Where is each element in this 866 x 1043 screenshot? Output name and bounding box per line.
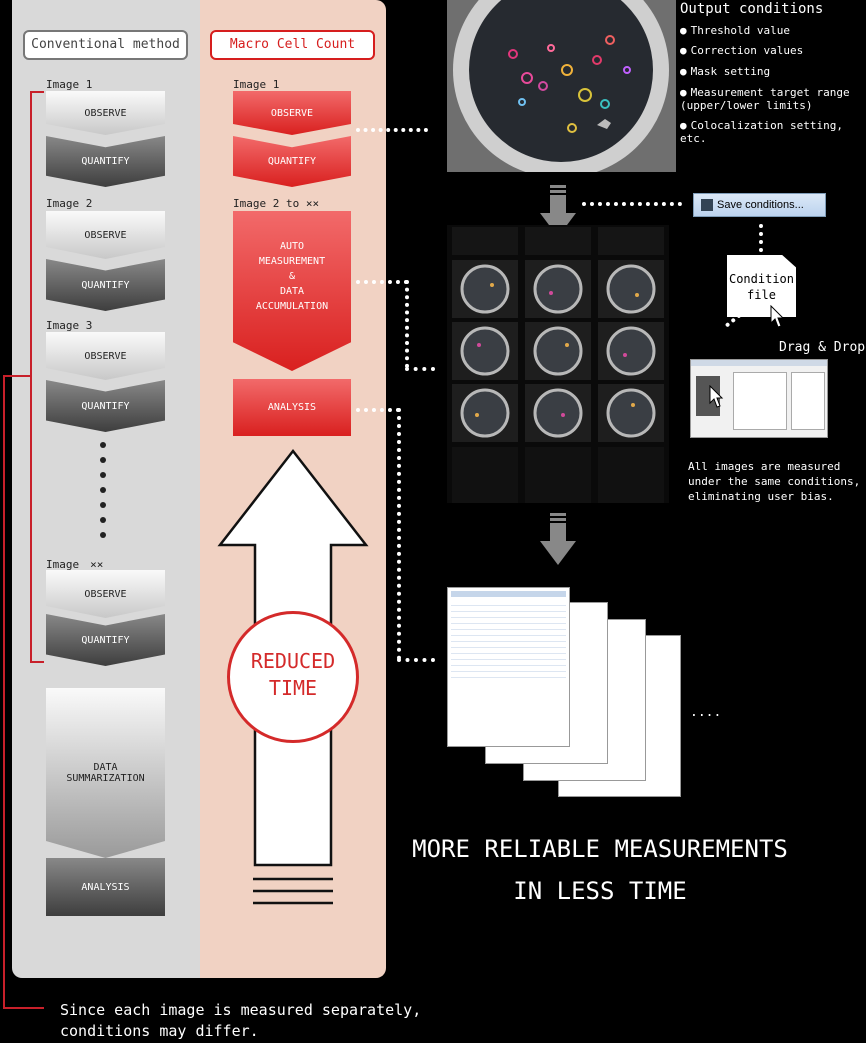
quantify-step: QUANTIFY (46, 136, 165, 187)
ellipsis-text: .... (690, 705, 722, 720)
bracket-line (3, 91, 44, 1009)
cursor-icon (709, 385, 724, 408)
connector-dots (582, 202, 682, 206)
output-item: Correction values (680, 44, 804, 57)
image-label: Image 2 (46, 197, 93, 210)
connector-dots (405, 280, 409, 368)
well-grid (447, 225, 669, 503)
continuation-dots (100, 442, 106, 538)
output-item: Mask setting (680, 65, 770, 78)
condition-file-label: Condition file (728, 272, 795, 302)
connector-dots (356, 408, 400, 412)
observe-step-macro: OBSERVE (233, 91, 351, 135)
reduced-time-text: REDUCED TIME (250, 649, 336, 700)
uniform-conditions-note: All images are measured under the same c… (688, 460, 861, 503)
output-item: Threshold value (680, 24, 790, 37)
conventional-header: Conventional method (23, 30, 188, 60)
save-conditions-button[interactable]: Save conditions... (693, 193, 826, 217)
connector-dots (397, 658, 435, 662)
output-item: Colocalization setting, etc. (680, 119, 866, 145)
output-title: Output conditions (680, 1, 824, 17)
down-arrow (540, 513, 576, 565)
auto-measurement-step: AUTO MEASUREMENT & DATA ACCUMULATION (233, 211, 351, 371)
connector-dots (759, 224, 763, 252)
image-label: Image 2 to ×× (233, 197, 320, 210)
connector-dots (397, 408, 401, 660)
save-conditions-label: Save conditions... (717, 199, 804, 211)
drag-drop-label: Drag & Drop (779, 340, 866, 355)
connector-dots (356, 128, 428, 132)
observe-step: OBSERVE (46, 91, 165, 135)
save-icon (701, 199, 713, 211)
macro-header: Macro Cell Count (210, 30, 375, 60)
image-label: Image 3 (46, 319, 93, 332)
analysis-step-conventional: ANALYSIS (46, 858, 165, 916)
data-summarization-step: DATA SUMMARIZATION (46, 688, 165, 858)
footer-note: Since each image is measured separately,… (60, 1001, 422, 1040)
software-screenshot (690, 359, 828, 438)
connector-dots (356, 280, 408, 284)
well-image (447, 0, 676, 172)
reduced-time-badge (227, 611, 359, 743)
report-stack (447, 587, 681, 797)
image-label: Image ×× (46, 558, 104, 571)
condition-file-icon (727, 255, 796, 317)
image-label: Image 1 (233, 78, 280, 91)
output-item: Measurement target range (upper/lower li… (680, 86, 850, 112)
connector-dots (405, 367, 435, 371)
image-label: Image 1 (46, 78, 93, 91)
headline: MORE RELIABLE MEASUREMENTS IN LESS TIME (412, 835, 788, 905)
cursor-icon (770, 305, 785, 328)
analysis-step-macro: ANALYSIS (233, 379, 351, 436)
